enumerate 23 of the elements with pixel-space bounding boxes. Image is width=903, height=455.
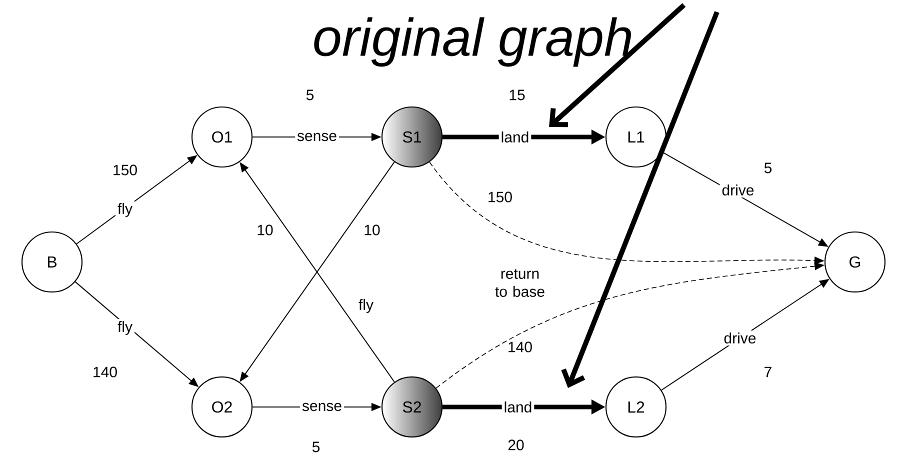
edge-label: fly [358, 299, 374, 313]
title: original graph [314, 17, 631, 67]
weight-label: 5 [312, 442, 320, 452]
edge-label: land [498, 129, 532, 144]
weight-label: 5 [764, 162, 772, 174]
edge-label: drive [722, 330, 758, 346]
weight-label: 150 [114, 164, 137, 176]
edge-label: fly [116, 201, 134, 219]
weight-label: 150 [488, 192, 512, 202]
weight-label: 10 [364, 224, 380, 236]
weight-label: 7 [764, 366, 772, 378]
edge-label: return to base [495, 269, 544, 297]
weight-label: 5 [306, 90, 314, 100]
edge-label: land [502, 399, 534, 414]
edge-label: fly [116, 319, 134, 337]
edge-label: sense [295, 130, 340, 144]
weight-label: 140 [508, 342, 532, 352]
weight-label: 20 [508, 440, 524, 450]
weight-label: 15 [510, 90, 525, 100]
edge-label: drive [720, 182, 756, 198]
edge-label: sense [300, 400, 344, 414]
weight-label: 140 [94, 366, 117, 378]
weight-label: 10 [258, 224, 273, 236]
